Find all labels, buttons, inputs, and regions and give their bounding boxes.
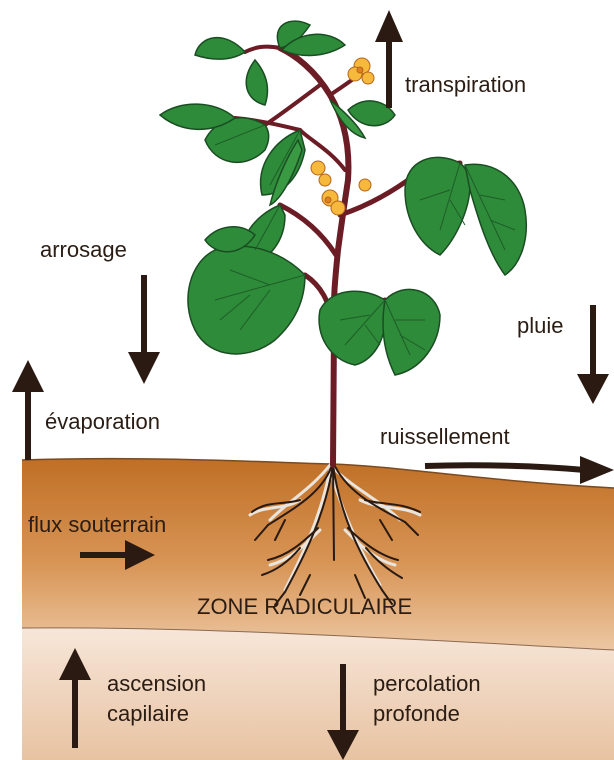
ruissellement-label: ruissellement (380, 425, 510, 449)
transpiration-arrow (375, 10, 403, 108)
arrosage-label: arrosage (40, 238, 127, 262)
flux-souterrain-label: flux souterrain (28, 513, 166, 537)
percolation-label-line1: percolation (373, 672, 481, 696)
pluie-arrow (577, 305, 609, 404)
arrosage-arrow (128, 275, 160, 384)
evaporation-arrow (12, 360, 44, 460)
ascension-label-line1: ascension (107, 672, 206, 696)
ascension-label-line2: capilaire (107, 702, 189, 726)
percolation-label-line2: profonde (373, 702, 460, 726)
zone-radiculaire-label: ZONE RADICULAIRE (197, 595, 412, 619)
pluie-label: pluie (517, 314, 563, 338)
evaporation-label: évaporation (45, 410, 160, 434)
transpiration-label: transpiration (405, 73, 526, 97)
